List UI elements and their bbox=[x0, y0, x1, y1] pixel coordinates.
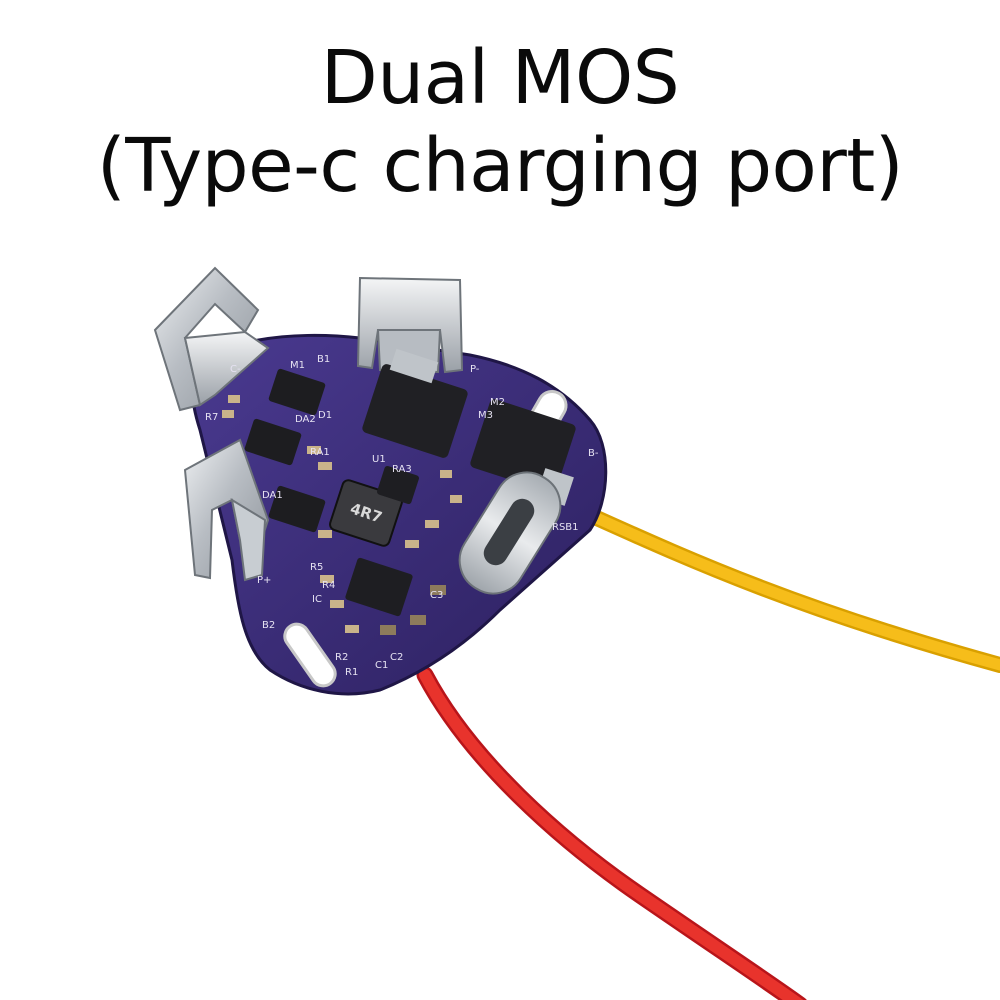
silk-ra1: RA1 bbox=[310, 447, 330, 458]
red-wire bbox=[416, 666, 807, 1000]
silk-p-minus: P- bbox=[470, 364, 480, 375]
board-slot-bottom bbox=[283, 622, 337, 688]
silk-b1: B1 bbox=[317, 354, 330, 365]
silk-rsb1: RSB1 bbox=[552, 522, 579, 533]
silk-r7: R7 bbox=[205, 412, 218, 423]
diode-left-lower bbox=[268, 485, 326, 533]
silk-ra3: RA3 bbox=[392, 464, 412, 475]
mosfet-top bbox=[362, 348, 468, 458]
ic-chip-main bbox=[345, 557, 413, 617]
passive-components bbox=[222, 395, 462, 635]
ic-chip-small bbox=[377, 465, 419, 505]
diode-left bbox=[244, 418, 302, 466]
terminal-clip-left bbox=[183, 438, 270, 582]
silk-r2: R2 bbox=[335, 652, 348, 663]
title-line-1: Dual MOS bbox=[320, 35, 680, 121]
silk-ic: IC bbox=[312, 594, 322, 605]
silk-m1: M1 bbox=[290, 360, 305, 371]
silk-c-minus: C- bbox=[230, 364, 241, 375]
silk-c2: C2 bbox=[390, 652, 403, 663]
product-title: Dual MOS (Type-c charging port) bbox=[0, 34, 1000, 210]
silk-b-minus: B- bbox=[588, 448, 599, 459]
silk-u1: U1 bbox=[372, 454, 386, 465]
silk-b2: B2 bbox=[262, 620, 275, 631]
silk-da2: DA2 bbox=[295, 414, 316, 425]
silk-da1: DA1 bbox=[262, 490, 283, 501]
silk-m3: M3 bbox=[478, 410, 493, 421]
silk-m2: M2 bbox=[490, 397, 505, 408]
silk-r4: R4 bbox=[322, 580, 335, 591]
title-line-2: (Type-c charging port) bbox=[96, 123, 904, 209]
mosfet-left-top bbox=[268, 368, 326, 416]
silk-c1: C1 bbox=[375, 660, 388, 671]
silk-p-plus: P+ bbox=[257, 575, 271, 586]
silk-c3: C3 bbox=[430, 590, 443, 601]
usb-c-port bbox=[458, 471, 562, 595]
silk-r1: R1 bbox=[345, 667, 358, 678]
silk-r5: R5 bbox=[310, 562, 323, 573]
silk-d1: D1 bbox=[318, 410, 332, 421]
inductor-4r7: 4R7 bbox=[329, 479, 403, 547]
terminal-clip-top-left bbox=[153, 266, 270, 412]
